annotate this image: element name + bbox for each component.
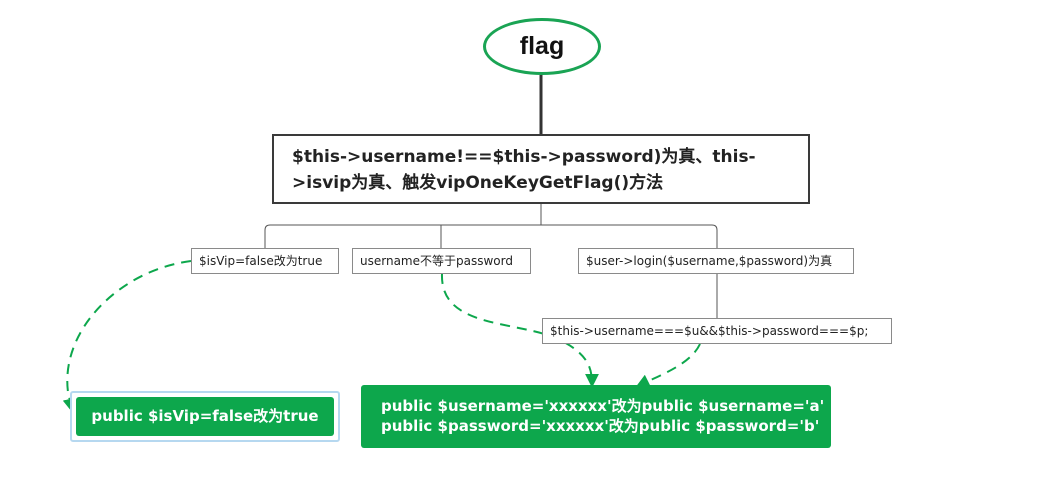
solution-line: public $isVip=false改为true: [91, 407, 319, 425]
main-condition-line-1: $this->username!==$this->password)为真、thi…: [292, 147, 756, 167]
condition-node-isvip[interactable]: $isVip=false改为true: [191, 248, 339, 274]
solution-node-credentials[interactable]: public $username='xxxxxx'改为public $usern…: [361, 385, 831, 448]
condition-node-login[interactable]: $user->login($username,$password)为真: [578, 248, 854, 274]
main-condition-line-2: >isvip为真、触发vipOneKeyGetFlag()方法: [292, 173, 664, 193]
branch-bus: [264, 224, 718, 248]
condition-label: username不等于password: [360, 254, 513, 268]
subcondition-node[interactable]: $this->username===$u&&$this->password===…: [542, 318, 892, 344]
main-condition-node[interactable]: $this->username!==$this->password)为真、thi…: [272, 134, 810, 204]
root-label: flag: [519, 32, 565, 60]
solution-line: public $password='xxxxxx'改为public $passw…: [381, 417, 820, 435]
solution-node-isvip[interactable]: public $isVip=false改为true: [76, 397, 334, 436]
condition-node-username[interactable]: username不等于password: [352, 248, 531, 274]
condition-label: $user->login($username,$password)为真: [586, 254, 833, 268]
solution-line: public $username='xxxxxx'改为public $usern…: [381, 397, 825, 415]
dashed-arrow-username: [440, 273, 599, 388]
dashed-arrow-isvip: [62, 260, 192, 413]
dashed-arrow-login: [635, 343, 701, 388]
condition-label: $isVip=false改为true: [199, 254, 323, 268]
root-node-flag[interactable]: flag: [483, 18, 601, 75]
subcondition-label: $this->username===$u&&$this->password===…: [550, 324, 869, 338]
